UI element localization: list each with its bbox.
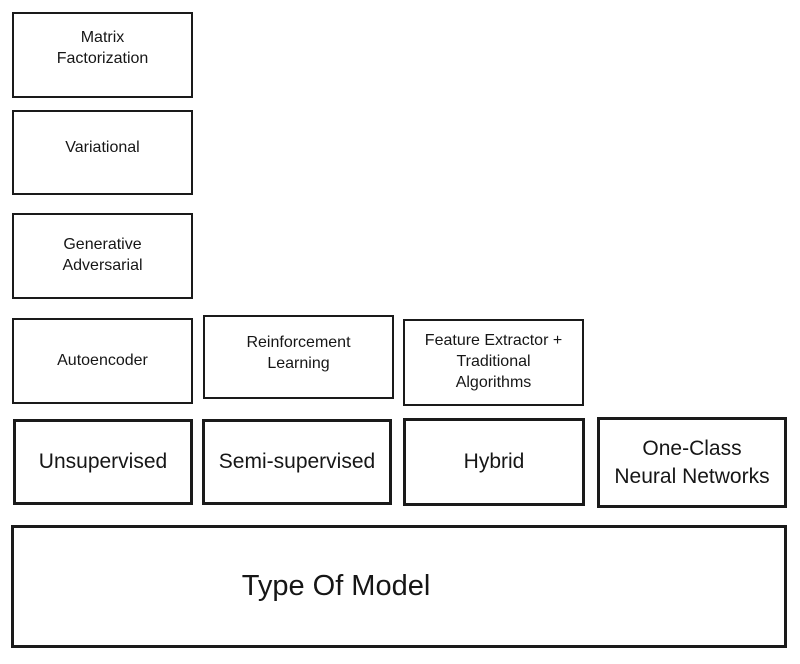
box-type-of-model: Type Of Model — [11, 525, 787, 648]
box-label-hybrid: Hybrid — [463, 450, 525, 474]
box-unsupervised: Unsupervised — [13, 419, 193, 505]
box-reinforcement-learning: Reinforcement Learning — [203, 315, 394, 399]
box-generative-adversarial: Generative Adversarial — [12, 213, 193, 299]
box-label-autoencoder: Autoencoder — [57, 351, 148, 369]
box-label-one-class-neural-networks: One-Class Neural Networks — [614, 437, 770, 488]
box-semi-supervised: Semi-supervised — [202, 419, 392, 505]
box-feature-extractor-traditional-algorithms: Feature Extractor + Traditional Algorith… — [403, 319, 584, 406]
box-label-reinforcement-learning: Reinforcement Learning — [246, 334, 351, 372]
box-label-unsupervised: Unsupervised — [38, 450, 168, 474]
box-label-feature-extractor-traditional-algorithms: Feature Extractor + Traditional Algorith… — [424, 332, 563, 391]
box-one-class-neural-networks: One-Class Neural Networks — [597, 417, 787, 508]
box-label-type-of-model: Type Of Model — [241, 569, 431, 602]
box-label-variational: Variational — [65, 139, 140, 157]
box-label-generative-adversarial: Generative Adversarial — [62, 236, 143, 274]
box-autoencoder: Autoencoder — [12, 318, 193, 404]
box-variational: Variational — [12, 110, 193, 195]
box-matrix-factorization: Matrix Factorization — [12, 12, 193, 98]
box-hybrid: Hybrid — [403, 418, 585, 506]
box-label-semi-supervised: Semi-supervised — [218, 450, 376, 474]
box-label-matrix-factorization: Matrix Factorization — [56, 29, 149, 67]
